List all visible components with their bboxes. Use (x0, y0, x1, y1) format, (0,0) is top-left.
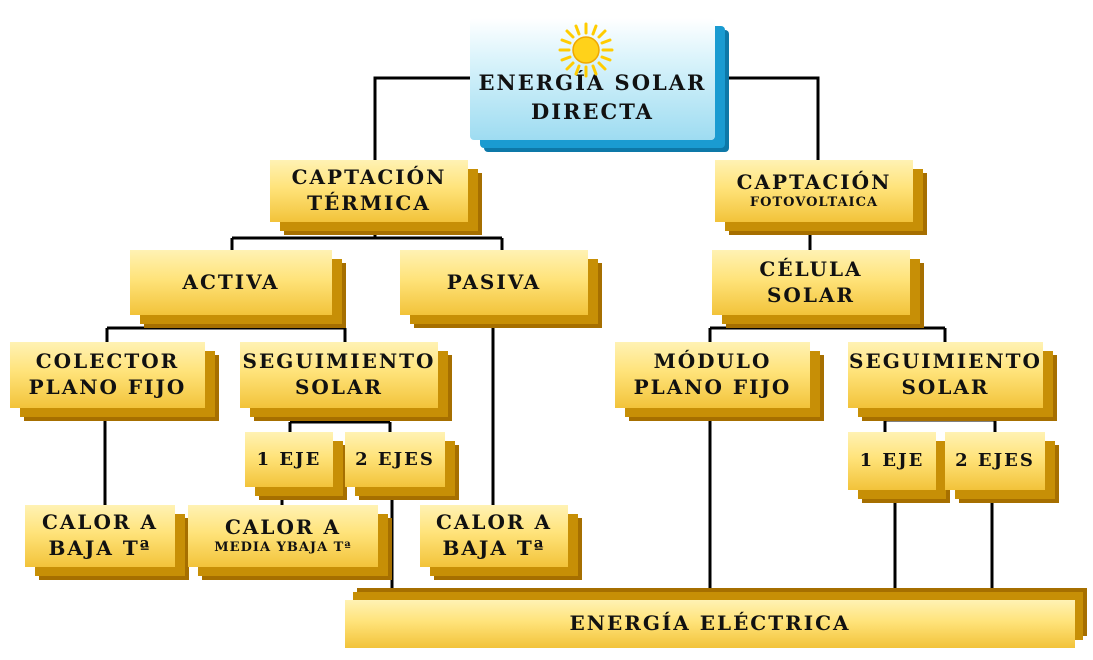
node-modulo-plano-fijo: MÓDULO PLANO FIJO (615, 342, 810, 408)
node-energia-electrica-label: ENERGÍA ELÉCTRICA (569, 611, 851, 636)
node-captacion-fotovoltaica: CAPTACIÓN FOTOVOLTAICA (715, 160, 913, 222)
node-modulo-plano-fijo-line2: PLANO FIJO (633, 375, 792, 399)
node-1-eje-fv-label: 1 EJE (859, 450, 925, 472)
node-2-ejes-termico-label: 2 EJES (355, 448, 435, 470)
node-calor-baja-1-line2: BAJA Tª (48, 536, 152, 560)
connector-top-right (715, 76, 820, 160)
node-calor-media-baja: CALOR A MEDIA YBAJA Tª (188, 505, 378, 567)
node-seguimiento-solar-fv-line2: SOLAR (901, 375, 990, 399)
node-captacion-termica-line1: CAPTACIÓN (291, 165, 447, 190)
node-colector-plano-fijo-line1: COLECTOR (35, 349, 180, 374)
node-1-eje-fv: 1 EJE (848, 432, 936, 490)
node-celula-solar: CÉLULA SOLAR (712, 250, 910, 315)
node-seguimiento-solar-termico-line2: SOLAR (294, 375, 384, 399)
node-pasiva: PASIVA (400, 250, 588, 315)
node-activa-label: ACTIVA (182, 269, 280, 294)
node-energia-solar-directa-line1: ENERGÍA SOLAR (478, 70, 707, 96)
node-calor-media-baja-line1: CALOR A (224, 514, 342, 539)
node-seguimiento-solar-termico-line1: SEGUIMIENTO (242, 349, 436, 374)
node-pasiva-label: PASIVA (446, 269, 542, 294)
node-2-ejes-fv-label: 2 EJES (955, 450, 1035, 472)
sun-icon (558, 22, 614, 78)
node-modulo-plano-fijo-line1: MÓDULO (653, 349, 772, 374)
node-seguimiento-solar-termico: SEGUIMIENTO SOLAR (240, 342, 438, 408)
node-celula-solar-line1: CÉLULA (759, 256, 863, 281)
node-captacion-fotovoltaica-line1: CAPTACIÓN (736, 169, 892, 194)
node-seguimiento-solar-fv-line1: SEGUIMIENTO (849, 349, 1042, 374)
node-energia-solar-directa-line2: DIRECTA (531, 98, 654, 124)
node-calor-baja-2-line1: CALOR A (435, 510, 553, 535)
node-calor-baja-2-line2: BAJA Tª (442, 536, 546, 560)
node-colector-plano-fijo-line2: PLANO FIJO (28, 375, 187, 399)
node-celula-solar-line2: SOLAR (766, 282, 856, 307)
node-calor-baja-2: CALOR A BAJA Tª (420, 505, 568, 567)
node-energia-electrica: ENERGÍA ELÉCTRICA (345, 600, 1075, 648)
node-calor-baja-1-line1: CALOR A (41, 510, 159, 535)
node-calor-baja-1: CALOR A BAJA Tª (25, 505, 175, 567)
node-captacion-termica-line2: TÉRMICA (307, 191, 431, 215)
node-1-eje-termico-label: 1 EJE (256, 448, 322, 470)
node-energia-solar-directa: ENERGÍA SOLAR DIRECTA (470, 18, 715, 140)
node-2-ejes-fv: 2 EJES (945, 432, 1045, 490)
node-colector-plano-fijo: COLECTOR PLANO FIJO (10, 342, 205, 408)
node-activa: ACTIVA (130, 250, 332, 315)
node-captacion-termica: CAPTACIÓN TÉRMICA (270, 160, 468, 222)
node-calor-media-baja-line2: MEDIA YBAJA Tª (214, 540, 352, 556)
node-2-ejes-termico: 2 EJES (345, 432, 445, 487)
node-1-eje-termico: 1 EJE (245, 432, 333, 487)
node-seguimiento-solar-fv: SEGUIMIENTO SOLAR (848, 342, 1043, 408)
node-captacion-fotovoltaica-line2: FOTOVOLTAICA (749, 195, 879, 211)
connector-top-left (373, 76, 470, 160)
